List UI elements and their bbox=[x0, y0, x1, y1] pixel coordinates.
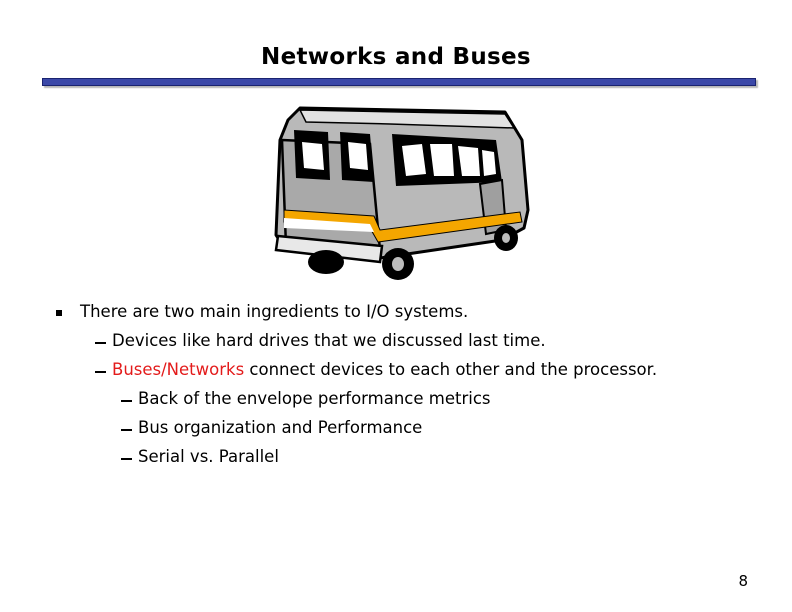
sub-sub-bullet-item: Bus organization and Performance bbox=[121, 418, 423, 437]
bus-icon bbox=[274, 106, 530, 280]
bullet-item: There are two main ingredients to I/O sy… bbox=[56, 302, 469, 321]
sub-sub-bullet-text: Serial vs. Parallel bbox=[138, 447, 279, 466]
sub-bullet-item: Buses/Networks connect devices to each o… bbox=[95, 360, 658, 379]
sub-sub-bullet-text: Back of the envelope performance metrics bbox=[138, 389, 491, 408]
sub-bullet-text: connect devices to each other and the pr… bbox=[244, 360, 658, 379]
page-number: 8 bbox=[738, 572, 748, 590]
dash-bullet-icon bbox=[95, 371, 106, 373]
sub-bullet-text: Devices like hard drives that we discuss… bbox=[112, 331, 546, 350]
sub-bullet-item: Devices like hard drives that we discuss… bbox=[95, 331, 546, 350]
dash-bullet-icon bbox=[95, 342, 106, 344]
dash-bullet-icon bbox=[121, 429, 132, 431]
square-bullet-icon bbox=[56, 310, 62, 316]
dash-bullet-icon bbox=[121, 458, 132, 460]
sub-sub-bullet-item: Serial vs. Parallel bbox=[121, 447, 279, 466]
title-underline bbox=[42, 78, 756, 86]
sub-sub-bullet-item: Back of the envelope performance metrics bbox=[121, 389, 491, 408]
slide-title: Networks and Buses bbox=[261, 44, 531, 70]
dash-bullet-icon bbox=[121, 400, 132, 402]
highlighted-term: Buses/Networks bbox=[112, 360, 245, 379]
sub-sub-bullet-text: Bus organization and Performance bbox=[138, 418, 423, 437]
bullet-text: There are two main ingredients to I/O sy… bbox=[80, 302, 469, 321]
